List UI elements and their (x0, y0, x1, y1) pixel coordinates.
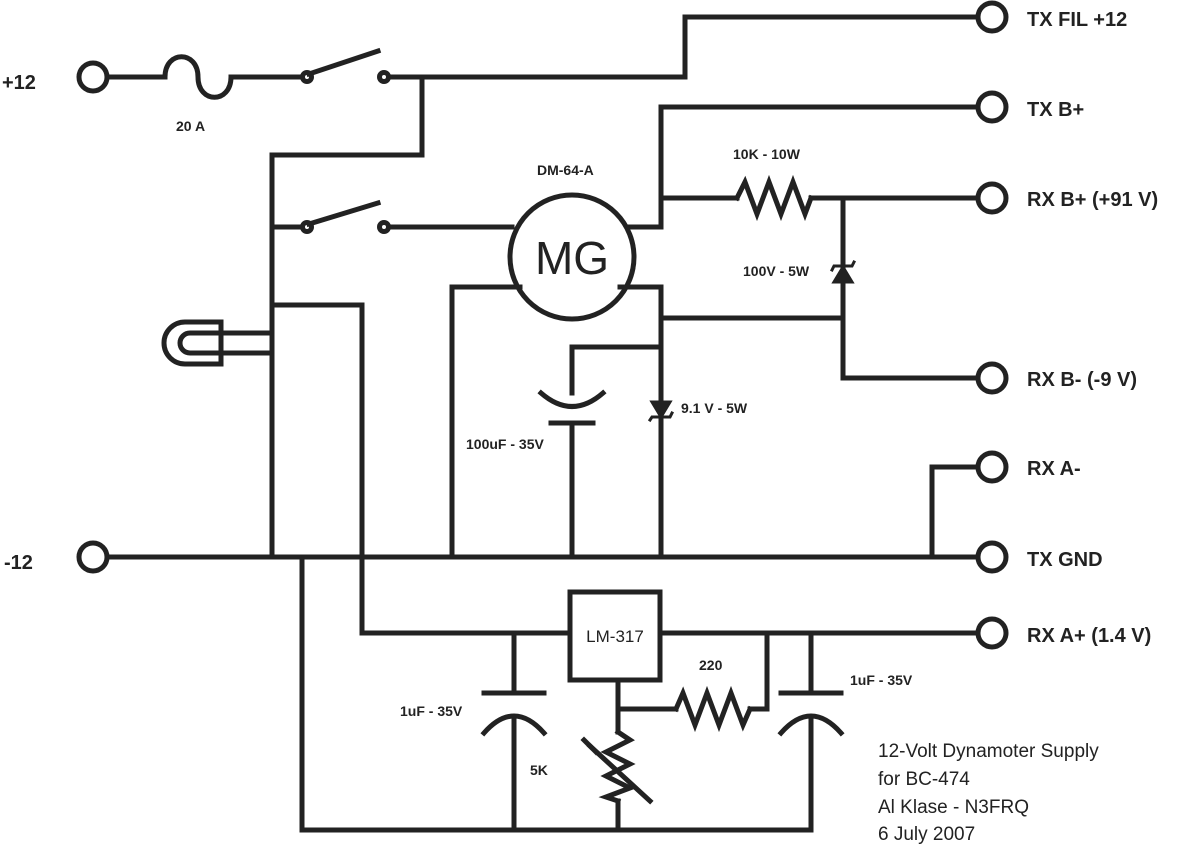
wire-motor-right (617, 284, 664, 560)
wire-tx-bplus (627, 104, 981, 230)
label-tx-bplus: TX B+ (1027, 99, 1084, 121)
label-plus12: +12 (2, 72, 36, 94)
wire-motor-left (449, 284, 523, 560)
terminal-plus12 (76, 60, 110, 94)
label-rx-bminus: RX B- (-9 V) (1027, 369, 1137, 391)
wire-tx-fil (385, 14, 981, 80)
label-tx-fil: TX FIL +12 (1027, 9, 1127, 31)
terminal-rx-aminus (975, 450, 1009, 484)
lm317-regulator-box (567, 589, 663, 683)
wire-left-bus (269, 74, 425, 560)
terminal-rx-bplus (975, 181, 1009, 215)
terminal-minus12 (76, 540, 110, 574)
label-zener-9v: 9.1 V - 5W (681, 400, 748, 416)
label-capacitor-1uf-output: 1uF - 35V (850, 672, 913, 688)
wire-rx-aminus (929, 464, 981, 560)
label-regulator: LM-317 (586, 627, 644, 646)
capacitor-1uf-input (480, 690, 548, 737)
note-line3: Al Klase - N3FRQ (878, 797, 1029, 818)
label-tx-gnd: TX GND (1027, 549, 1103, 571)
label-dynamotor-model: DM-64-A (537, 162, 594, 178)
label-zener-100v: 100V - 5W (743, 263, 810, 279)
title-note: 12-Volt Dynamoter Supply for BC-474 Al K… (878, 741, 1099, 845)
note-line2: for BC-474 (878, 769, 970, 790)
zener-100v (829, 259, 857, 284)
relay-switch (300, 199, 391, 234)
resistor-10k (733, 174, 815, 222)
label-capacitor-100uf: 100uF - 35V (466, 436, 544, 452)
wires (103, 14, 981, 833)
terminal-tx-bplus (975, 90, 1009, 124)
label-potentiometer-5k: 5K (530, 762, 548, 778)
lamp-symbol (161, 319, 224, 367)
lamp-symbol-inner (177, 330, 224, 356)
label-rx-bplus: RX B+ (+91 V) (1027, 189, 1158, 211)
wire-rx-bminus (840, 195, 981, 381)
label-resistor-10k: 10K - 10W (733, 146, 801, 162)
wire-cap-top (569, 344, 664, 396)
fuse-symbol (162, 54, 234, 100)
label-resistor-220: 220 (699, 657, 723, 673)
label-rx-aplus: RX A+ (1.4 V) (1027, 625, 1151, 647)
motor-generator-circle (507, 192, 637, 322)
note-line4: 6 July 2007 (878, 824, 975, 845)
resistor-220 (672, 685, 754, 733)
label-motor: MG (535, 232, 609, 284)
terminal-rx-bminus (975, 361, 1009, 395)
label-minus12: -12 (4, 552, 33, 574)
terminals (76, 0, 1009, 650)
wire-reg-feed (269, 302, 573, 636)
note-line1: 12-Volt Dynamoter Supply (878, 741, 1099, 762)
capacitor-1uf-output (777, 690, 845, 737)
label-capacitor-1uf-input: 1uF - 35V (400, 703, 463, 719)
label-rx-aminus: RX A- (1027, 458, 1081, 480)
label-fuse: 20 A (176, 118, 205, 134)
zener-9v (647, 400, 675, 423)
wire-res220-out (747, 630, 770, 712)
potentiometer-5k (580, 728, 654, 805)
terminal-tx-gnd (975, 540, 1009, 574)
terminal-rx-aplus (975, 616, 1009, 650)
capacitor-100uf (537, 389, 607, 426)
main-switch (300, 47, 391, 84)
wire-bottom-return (299, 554, 814, 833)
terminal-tx-fil (975, 0, 1009, 34)
